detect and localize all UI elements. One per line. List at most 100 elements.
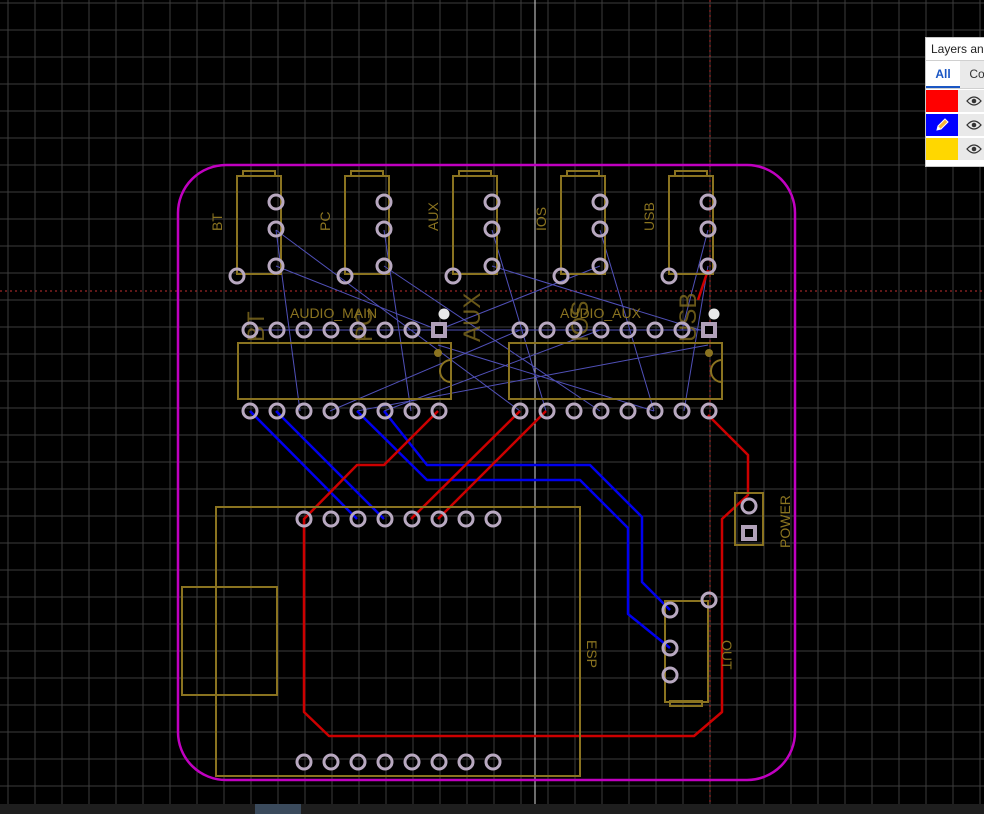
pad bbox=[376, 321, 394, 339]
pad bbox=[241, 321, 259, 339]
pad bbox=[591, 257, 609, 275]
layer-row-top[interactable] bbox=[926, 89, 984, 113]
jack-label-ios: IOS bbox=[533, 207, 549, 231]
eye-icon[interactable] bbox=[958, 114, 984, 136]
pad bbox=[228, 267, 246, 285]
pad bbox=[483, 193, 501, 211]
layers-panel-title: Layers an bbox=[926, 38, 984, 61]
pad bbox=[349, 510, 367, 528]
jack-label-usb: USB bbox=[641, 202, 657, 231]
pad bbox=[699, 257, 717, 275]
eye-icon[interactable] bbox=[958, 90, 984, 112]
pad bbox=[376, 753, 394, 771]
pad bbox=[349, 753, 367, 771]
svg-text:AUX: AUX bbox=[459, 293, 486, 342]
pad bbox=[673, 402, 691, 420]
pad bbox=[565, 321, 583, 339]
pad bbox=[457, 753, 475, 771]
eye-icon[interactable] bbox=[958, 138, 984, 160]
pad bbox=[538, 321, 556, 339]
pad bbox=[349, 321, 367, 339]
pad bbox=[376, 402, 394, 420]
pad bbox=[295, 402, 313, 420]
pin1-marker-aux bbox=[708, 308, 720, 320]
layer-row-bottom[interactable] bbox=[926, 113, 984, 137]
orientation-dot-aux bbox=[705, 349, 713, 357]
pad bbox=[483, 257, 501, 275]
pad bbox=[336, 267, 354, 285]
pad bbox=[511, 402, 529, 420]
tab-all[interactable]: All bbox=[926, 61, 960, 88]
jack-label-pc: PC bbox=[317, 212, 333, 231]
pad bbox=[268, 402, 286, 420]
silkscreen-labels: BT PC AUX IOS USB AUDIO_MAIN AUDIO_AUX E… bbox=[209, 202, 793, 670]
pad bbox=[740, 497, 758, 515]
pad bbox=[646, 321, 664, 339]
status-bar-tab[interactable] bbox=[255, 804, 301, 814]
silkscreen-layer bbox=[181, 170, 764, 777]
pad bbox=[322, 402, 340, 420]
layer-color-swatch[interactable] bbox=[926, 114, 958, 136]
pad bbox=[349, 402, 367, 420]
pencil-icon bbox=[936, 118, 949, 131]
pad bbox=[403, 402, 421, 420]
pad bbox=[457, 510, 475, 528]
tab-copper[interactable]: Co bbox=[960, 61, 984, 88]
pad bbox=[619, 321, 637, 339]
pad bbox=[375, 257, 393, 275]
pad bbox=[700, 402, 718, 420]
pad bbox=[268, 321, 286, 339]
pad bbox=[403, 753, 421, 771]
top-copper-traces[interactable] bbox=[302, 269, 750, 738]
pad bbox=[661, 601, 679, 619]
pad bbox=[267, 220, 285, 238]
layer-color-swatch[interactable] bbox=[926, 138, 958, 160]
pad bbox=[591, 220, 609, 238]
pad bbox=[699, 220, 717, 238]
chip-label-audio-main: AUDIO_MAIN bbox=[290, 305, 377, 321]
pad bbox=[538, 402, 556, 420]
layer-color-swatch[interactable] bbox=[926, 90, 958, 112]
layers-panel[interactable]: Layers an All Co bbox=[925, 37, 984, 167]
pad bbox=[700, 591, 718, 609]
pad bbox=[403, 321, 421, 339]
jack-label-aux: AUX bbox=[425, 202, 441, 231]
pad bbox=[403, 510, 421, 528]
chip-label-audio-aux: AUDIO_AUX bbox=[560, 305, 642, 321]
pad bbox=[592, 321, 610, 339]
pad bbox=[295, 753, 313, 771]
jack-label-bt: BT bbox=[209, 213, 225, 231]
layer-row-silkscreen[interactable] bbox=[926, 137, 984, 161]
pad bbox=[661, 639, 679, 657]
pads[interactable] bbox=[228, 193, 758, 771]
orientation-dot-main bbox=[434, 349, 442, 357]
pad bbox=[619, 402, 637, 420]
pad bbox=[430, 510, 448, 528]
pad bbox=[552, 267, 570, 285]
pad bbox=[484, 510, 502, 528]
pad bbox=[661, 666, 679, 684]
pad bbox=[241, 402, 259, 420]
bottom-copper-traces[interactable] bbox=[249, 410, 671, 649]
board-outline[interactable] bbox=[176, 163, 797, 782]
pad bbox=[484, 753, 502, 771]
pad bbox=[322, 321, 340, 339]
pad bbox=[267, 193, 285, 211]
power-label: POWER bbox=[777, 495, 793, 548]
pad bbox=[591, 193, 609, 211]
pad bbox=[699, 193, 717, 211]
pad bbox=[511, 321, 529, 339]
pad bbox=[660, 267, 678, 285]
pad bbox=[375, 193, 393, 211]
pad bbox=[430, 402, 448, 420]
out-label: OUT bbox=[719, 640, 735, 670]
pad bbox=[295, 321, 313, 339]
pad bbox=[673, 321, 691, 339]
pad bbox=[646, 402, 664, 420]
pad bbox=[565, 402, 583, 420]
pad bbox=[592, 402, 610, 420]
pin1-marker-main bbox=[438, 308, 450, 320]
pad bbox=[444, 267, 462, 285]
